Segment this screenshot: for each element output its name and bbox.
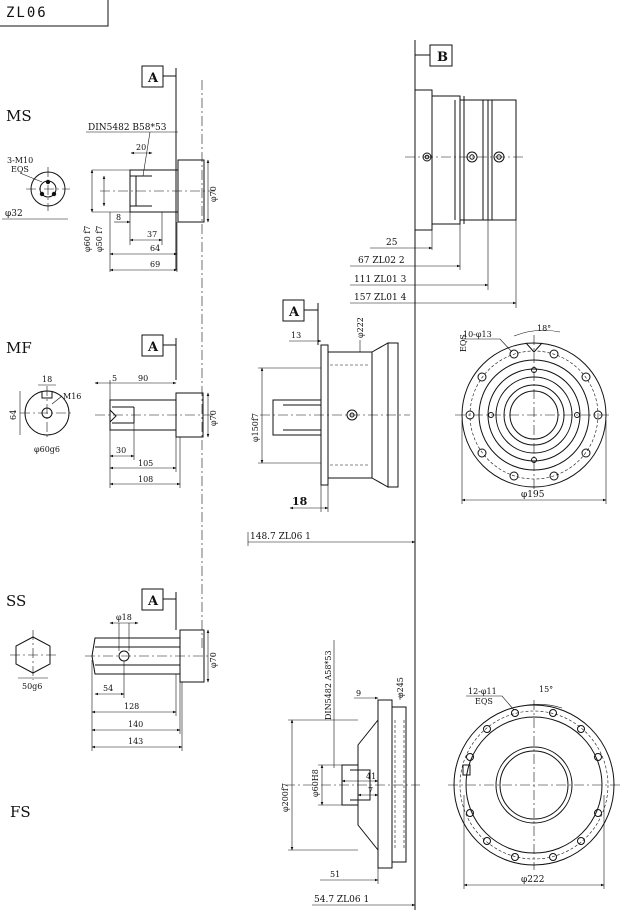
front-a-dim-195: φ195 <box>521 490 545 500</box>
fs-dim-51: 51 <box>330 870 340 879</box>
fs-spline-label: DIN5482 A58*53 <box>324 650 333 720</box>
ms-end-view: 3-M10 EQS φ32 <box>2 156 70 220</box>
fs-dim-zl06: 54.7 ZL06 1 <box>314 895 369 905</box>
fs-dim-7: 7 <box>368 786 373 795</box>
svg-text:A: A <box>147 594 159 609</box>
ms-dim-69: 69 <box>150 260 160 269</box>
ss-hex-label: 50g6 <box>22 682 42 691</box>
ss-hex-view: 50g6 <box>10 630 56 691</box>
flag-a-ms: A <box>141 65 177 270</box>
flange-a-view: A 13 φ222 φ150f7 18 148.7 ZL06 1 <box>247 299 416 546</box>
stack-dim-zl02: 67 ZL02 2 <box>358 256 405 266</box>
ms-dim-20: 20 <box>136 143 146 152</box>
ms-bolt-label: 3-M10 <box>7 156 33 165</box>
front-view-fs: 12-φ11 EQS 15° φ222 <box>448 685 620 889</box>
flange-a-dim-150: φ150f7 <box>251 413 260 442</box>
title-block: ZL06 <box>0 0 109 27</box>
ms-dim-8: 8 <box>116 213 121 222</box>
front-a-angle: 18° <box>537 324 551 333</box>
ms-side-view: DIN5482 B58*53 20 8 37 64 69 φ60 f7 φ50 … <box>83 123 218 272</box>
ms-dim-32: φ32 <box>5 209 23 219</box>
flag-b: B <box>415 44 453 67</box>
mf-dim-90: 90 <box>138 374 148 383</box>
ss-dim-54: 54 <box>103 684 113 693</box>
ms-dim-37: 37 <box>147 230 157 239</box>
mf-dim-30: 30 <box>116 446 126 455</box>
mf-end-view: 18 M16 64 φ60g6 <box>9 375 81 454</box>
stack-dim-zl01-4: 157 ZL01 4 <box>354 293 407 303</box>
label-mf: MF <box>6 339 32 357</box>
fs-angle: 15° <box>539 685 553 694</box>
ms-dim-70: φ70 <box>209 186 218 202</box>
front-a-eqs-label: EQS <box>459 334 468 352</box>
ms-spline-label: DIN5482 B58*53 <box>88 123 167 133</box>
mf-dim-60g6: φ60g6 <box>34 445 60 454</box>
flag-a-mf: A <box>141 334 177 380</box>
front-a-holes-label: 10-φ13 <box>463 330 492 339</box>
ms-dim-60: φ60 f7 <box>83 226 92 252</box>
fs-dim-222: φ222 <box>521 875 544 885</box>
fs-holes-label: 12-φ11 <box>468 687 497 696</box>
mf-dim-64: 64 <box>9 410 18 420</box>
label-ms: MS <box>6 107 32 125</box>
flange-a-dim-13: 13 <box>291 331 301 340</box>
ms-dim-50: φ50 f7 <box>95 226 104 252</box>
ms-eqs-label: EQS <box>11 165 29 174</box>
svg-text:A: A <box>147 340 159 355</box>
svg-text:A: A <box>288 305 300 320</box>
mf-m16-label: M16 <box>63 392 81 401</box>
fs-dim-60h8: φ60H8 <box>311 769 320 797</box>
ss-dim-143: 143 <box>128 737 143 746</box>
ss-dim-140: 140 <box>128 720 143 729</box>
ss-side-view: φ18 54 128 140 143 φ70 <box>85 613 218 751</box>
mf-dim-5: 5 <box>112 374 117 383</box>
mf-view: MF A 18 M16 64 φ60g6 5 <box>6 334 218 488</box>
mf-dim-105: 105 <box>138 459 153 468</box>
svg-text:B: B <box>437 50 448 65</box>
mf-side-view: 5 90 30 105 108 φ70 <box>94 374 218 488</box>
mf-dim-70: φ70 <box>209 410 218 426</box>
fs-dim-200: φ200f7 <box>281 783 290 812</box>
front-view-a: 10-φ13 EQS 18° φ195 <box>455 324 612 504</box>
front-a-bolt-holes <box>465 349 603 481</box>
flange-a-dim-18: 18 <box>292 495 308 508</box>
ss-dim-18: φ18 <box>116 613 132 622</box>
drawing-title: ZL06 <box>6 5 48 21</box>
svg-text:A: A <box>147 71 159 86</box>
fs-dim-9: 9 <box>356 689 361 698</box>
fs-dim-245: φ245 <box>396 677 405 698</box>
fs-side-view: FS DIN5482 A58*53 9 φ245 φ200f7 φ60H8 41… <box>10 640 420 907</box>
mf-dim-18: 18 <box>42 375 52 384</box>
ss-dim-128: 128 <box>124 702 139 711</box>
flag-a-ss: A <box>141 588 177 630</box>
label-fs: FS <box>10 803 31 821</box>
stack-view-b: 25 67 ZL02 2 111 ZL01 3 157 ZL01 4 <box>350 89 525 308</box>
stack-dim-zl01-3: 111 ZL01 3 <box>354 275 407 285</box>
ms-view: MS 3-M10 EQS φ32 DIN5482 B58*53 <box>2 107 218 272</box>
fs-dim-41: 41 <box>366 772 376 781</box>
ss-view: SS A 50g6 φ18 54 128 <box>6 588 218 751</box>
fs-bolt-holes <box>466 709 602 861</box>
ms-dim-64: 64 <box>150 244 160 253</box>
flange-a-dim-222: φ222 <box>356 317 365 338</box>
label-ss: SS <box>6 592 26 610</box>
mf-dim-108: 108 <box>138 475 153 484</box>
flange-a-dim-zl06: 148.7 ZL06 1 <box>250 532 311 542</box>
ss-dim-70: φ70 <box>209 652 218 668</box>
fs-eqs-label: EQS <box>475 697 493 706</box>
stack-dim-25: 25 <box>386 238 398 248</box>
